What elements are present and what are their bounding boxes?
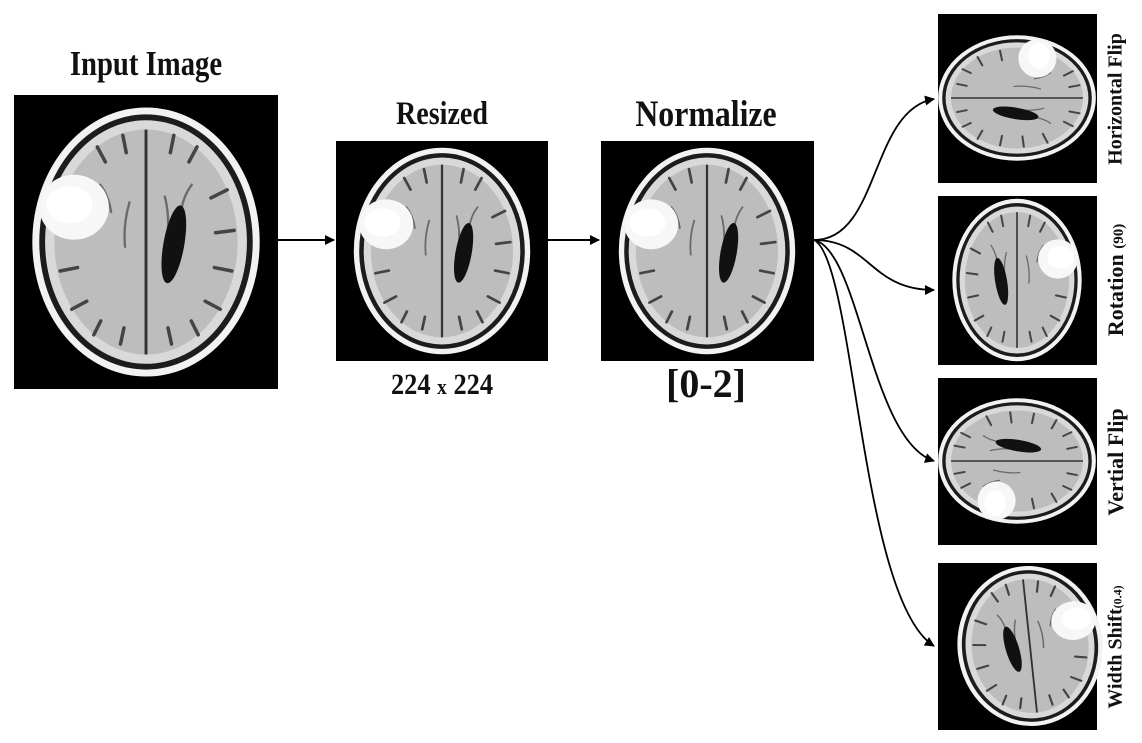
vertical-flip-label: Vertial Flip: [1103, 408, 1128, 516]
resize-dimensions-caption: 224 x 224: [349, 368, 536, 402]
rotation-panel: [938, 196, 1097, 365]
width-shift-label-text: Width Shift: [1104, 608, 1127, 709]
arrow-right-icon: [813, 239, 935, 295]
rotation-label: Rotation (90): [1103, 224, 1129, 336]
mri-brain-icon: [951, 197, 1083, 363]
normalized-image-panel: [601, 141, 814, 361]
width-shift-label-suffix: (0.4): [1110, 585, 1125, 609]
input-image-title: Input Image: [69, 44, 223, 83]
resize-height: 224: [453, 368, 494, 401]
normalize-title: Normalize: [635, 94, 777, 135]
branch-arrows: [813, 95, 935, 647]
rotation-label-text: Rotation: [1103, 254, 1128, 337]
arrow-right-icon: [813, 239, 935, 463]
width-shift-panel: [938, 557, 1112, 735]
mri-brain-icon: [937, 397, 1097, 525]
vertical-flip-panel: [937, 378, 1097, 545]
horizontal-flip-panel: [937, 14, 1097, 183]
arrow-right-icon: [813, 95, 935, 241]
mri-brain-icon: [30, 105, 262, 379]
input-image-panel: [14, 95, 278, 389]
arrow-right-icon: [813, 239, 935, 647]
width-shift-label: Width Shift(0.4): [1105, 585, 1128, 708]
mri-brain-icon: [617, 146, 797, 356]
resize-width: 224: [390, 368, 431, 401]
mri-brain-icon: [937, 34, 1097, 162]
rotation-label-suffix: (90): [1111, 223, 1127, 249]
resized-image-panel: [336, 141, 548, 361]
horizontal-flip-label: Horizontal Flip: [1104, 33, 1127, 165]
resized-title: Resized: [396, 96, 488, 132]
normalize-range-caption: [0-2]: [666, 361, 746, 406]
resize-times-sign: x: [437, 374, 447, 399]
mri-brain-icon: [352, 146, 532, 356]
